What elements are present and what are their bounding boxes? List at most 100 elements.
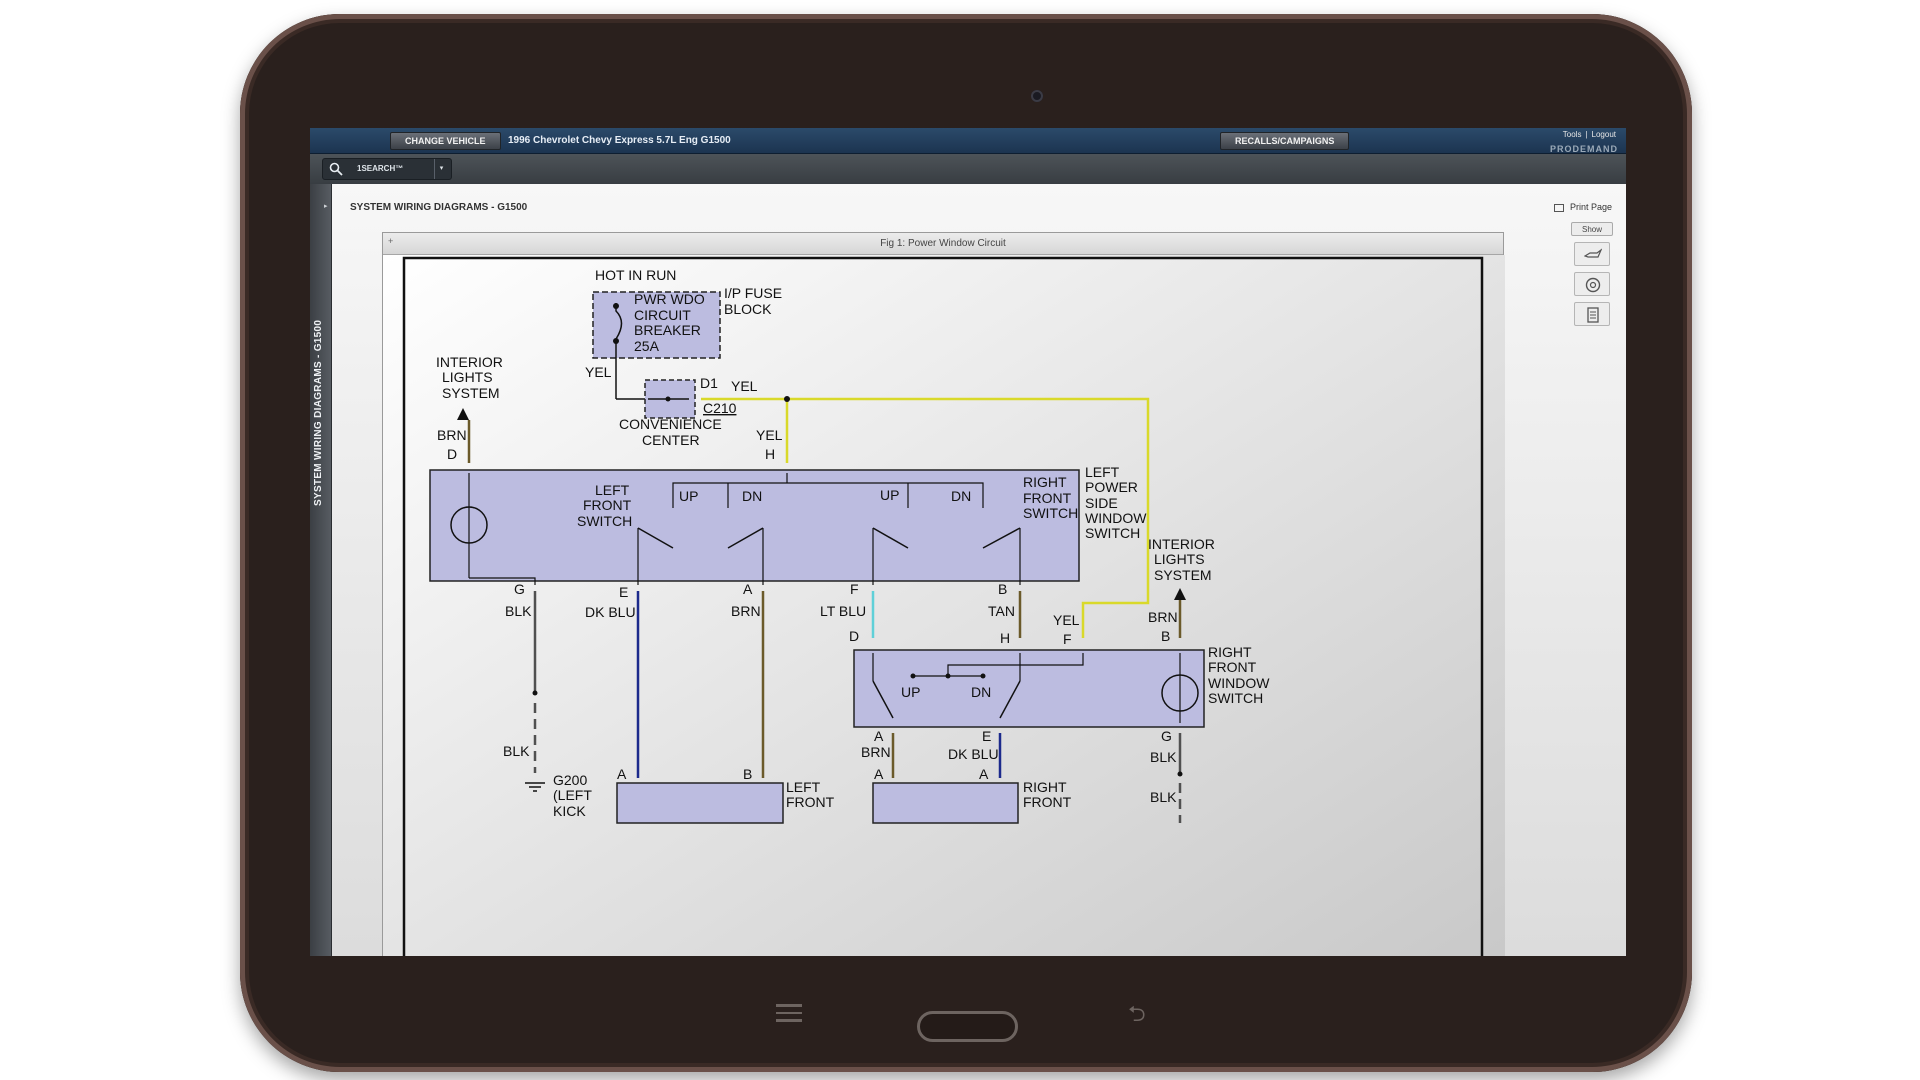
label-up-2: UP [880,487,899,503]
circuit-breaker [592,291,721,359]
label-up-3: UP [901,684,920,700]
vehicle-name: 1996 Chevrolet Chevy Express 5.7L Eng G1… [508,135,731,146]
label-breaker-4: 25A [634,338,660,354]
label-rf-2: FRONT [1023,794,1072,810]
label-breaker-3: BREAKER [634,322,701,338]
label-convenience-2: CENTER [642,432,700,448]
top-bar: CHANGE VEHICLE 1996 Chevrolet Chevy Expr… [310,128,1626,154]
sidebar-rail[interactable]: ▸ SYSTEM WIRING DIAGRAMS - G1500 [310,184,332,956]
label-dkblu-1: DK BLU [585,604,636,620]
label-convenience-1: CONVENIENCE [619,416,722,432]
label-blk-1: BLK [505,603,532,619]
print-label: Print Page [1569,202,1612,212]
label-lf-1: LEFT [786,779,821,795]
label-lps-2: POWER [1085,479,1138,495]
label-pin-g-2: G [1161,728,1172,744]
label-breaker-1: PWR WDO [634,291,705,307]
label-pin-h-1: H [765,446,775,462]
tire-tool-button[interactable] [1574,272,1610,296]
expand-icon[interactable]: + [388,236,394,246]
label-pin-g-1: G [514,581,525,597]
label-brn-1: BRN [437,427,467,443]
label-rfs-3: SWITCH [1023,505,1078,521]
figure-title: Fig 1: Power Window Circuit [383,233,1503,255]
label-rfw-4: SWITCH [1208,690,1263,706]
label-rf-1: RIGHT [1023,779,1067,795]
label-interior-right-3: SYSTEM [1154,567,1212,583]
label-yel-3: YEL [756,427,783,443]
calculator-icon [1587,307,1599,323]
label-c210: C210 [703,400,737,416]
label-pin-a-5: A [979,766,989,782]
label-fuse-block-2: BLOCK [724,301,772,317]
calculator-tool-button[interactable] [1574,302,1610,326]
tools-link[interactable]: Tools [1562,130,1582,139]
search-input[interactable]: 1SEARCH™ ▾ [322,158,452,180]
label-yel-1: YEL [585,364,612,380]
label-pin-b-1: B [998,581,1007,597]
label-lps-5: SWITCH [1085,525,1140,541]
label-g200-2: (LEFT [553,787,592,803]
show-label: Show [1581,225,1602,234]
label-lps-1: LEFT [1085,464,1120,480]
search-dropdown-icon[interactable]: ▾ [434,159,448,179]
header-links: Tools|Logout [1561,130,1618,139]
search-label: 1SEARCH™ [357,164,404,173]
label-interior-left-2: LIGHTS [442,369,493,385]
label-pin-e-1: E [619,584,628,600]
right-front-window-switch [853,649,1205,728]
back-hardware-icon[interactable]: ⮌ [1128,1001,1146,1026]
label-dkblu-2: DK BLU [948,746,999,762]
label-rfs-2: FRONT [1023,490,1072,506]
wiring-diagram: HOT IN RUN PWR WDO CIRCUIT BREAKER 25A I… [383,255,1505,956]
label-dn-2: DN [951,488,971,504]
sidebar-collapse-icon[interactable]: ▸ [324,203,328,210]
label-rfw-2: FRONT [1208,659,1257,675]
logout-link[interactable]: Logout [1591,130,1616,139]
show-button[interactable]: Show [1571,222,1613,236]
menu-hardware-icon[interactable] [776,1004,802,1022]
label-lps-3: SIDE [1085,495,1118,511]
label-interior-right-1: INTERIOR [1148,536,1215,552]
oil-can-tool-button[interactable] [1574,242,1610,266]
label-interior-left-1: INTERIOR [436,354,503,370]
left-power-window-switch [429,469,1080,582]
label-rfs-1: RIGHT [1023,474,1067,490]
printer-icon [1553,203,1564,212]
label-lps-4: WINDOW [1085,510,1147,526]
label-pin-d-1: D [447,446,457,462]
home-hardware-button[interactable] [917,1011,1018,1042]
label-breaker-2: CIRCUIT [634,307,691,323]
search-icon [329,162,343,176]
label-yel-4: YEL [1053,612,1080,628]
label-tan: TAN [988,603,1015,619]
label-dn-1: DN [742,488,762,504]
label-lfs-3: SWITCH [577,513,632,529]
label-pin-f-2: F [1063,631,1072,647]
print-page-link[interactable]: Print Page [1553,202,1612,212]
content-area: ▸ SYSTEM WIRING DIAGRAMS - G1500 SYSTEM … [310,184,1626,956]
label-pin-f-1: F [850,581,859,597]
label-lfs-1: LEFT [595,482,630,498]
label-rfw-3: WINDOW [1208,675,1270,691]
label-brn-3: BRN [1148,609,1178,625]
label-fuse-block-1: I/P FUSE [724,285,782,301]
tire-icon [1585,277,1601,293]
label-pin-h-2: H [1000,630,1010,646]
label-pin-a-4: A [874,766,884,782]
label-up-1: UP [679,488,698,504]
label-interior-right-2: LIGHTS [1154,551,1205,567]
label-pin-e-2: E [982,728,991,744]
label-pin-d-2: D [849,628,859,644]
recalls-campaigns-button[interactable]: RECALLS/CAMPAIGNS [1220,132,1350,150]
label-pin-b-3: B [743,766,752,782]
left-front-motor [616,782,784,824]
right-front-motor [872,782,1019,824]
label-brn-4: BRN [861,744,891,760]
app-screen: CHANGE VEHICLE 1996 Chevrolet Chevy Expr… [310,128,1626,956]
label-blk-3: BLK [503,743,530,759]
label-g200-1: G200 [553,772,587,788]
label-interior-left-3: SYSTEM [442,385,500,401]
label-dn-3: DN [971,684,991,700]
change-vehicle-button[interactable]: CHANGE VEHICLE [390,132,501,150]
